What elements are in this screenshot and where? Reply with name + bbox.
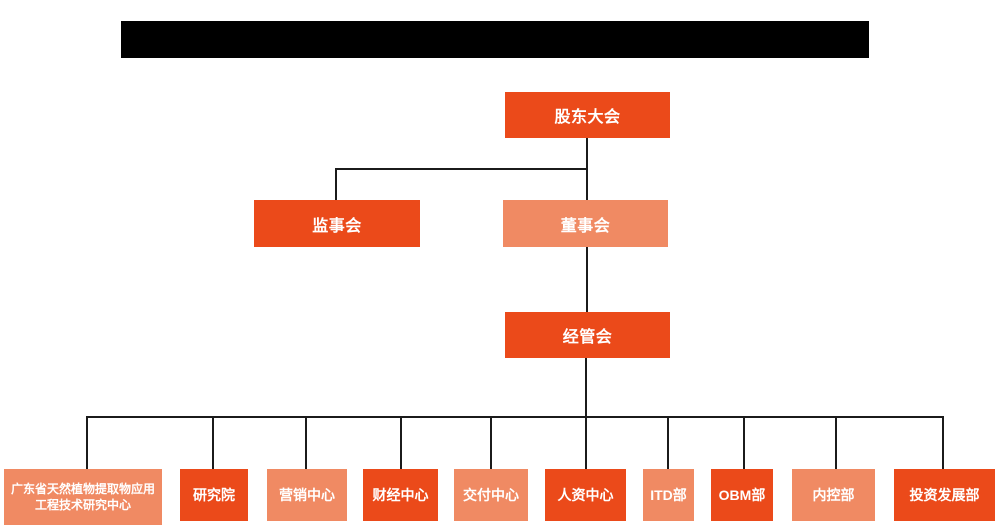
node-label: 股东大会 (554, 109, 621, 126)
dept-node-internal-control: 内控部 (792, 469, 875, 521)
node-shareholders-meeting: 股东大会 (505, 92, 670, 138)
dept-node-research-institute: 研究院 (180, 469, 248, 521)
connector-line (305, 416, 307, 469)
connector-line (490, 416, 492, 469)
dept-label: 人资中心 (557, 487, 614, 503)
dept-node-delivery-center: 交付中心 (454, 469, 528, 521)
connector-line (585, 416, 587, 469)
dept-node-obm: OBM部 (711, 469, 773, 521)
connector-line (835, 416, 837, 469)
node-management-committee: 经管会 (505, 312, 670, 358)
connector-line (400, 416, 402, 469)
dept-node-hr-center: 人资中心 (545, 469, 626, 521)
dept-node-marketing-center: 营销中心 (267, 469, 347, 521)
connector-line (942, 416, 944, 469)
dept-label: 财经中心 (372, 487, 429, 503)
dept-label: 营销中心 (279, 487, 335, 503)
connector-line (743, 416, 745, 469)
connector-line (335, 168, 588, 170)
dept-label: 投资发展部 (909, 487, 980, 503)
dept-label: 交付中心 (463, 487, 519, 503)
dept-node-investment-development: 投资发展部 (894, 469, 995, 521)
dept-node-itd: ITD部 (643, 469, 694, 521)
node-label: 监事会 (312, 217, 362, 235)
connector-line (86, 416, 88, 469)
dept-label: 内控部 (812, 487, 855, 503)
node-supervisory-board: 监事会 (254, 200, 420, 247)
dept-label: 广东省天然植物提取物应用工程技术研究中心 (10, 481, 155, 512)
redacted-title-bar (121, 21, 869, 58)
connector-line (667, 416, 669, 469)
connector-line (585, 358, 587, 418)
connector-line (86, 416, 944, 418)
dept-label: ITD部 (650, 487, 687, 503)
node-label: 董事会 (560, 217, 611, 235)
dept-node-finance-center: 财经中心 (363, 469, 438, 521)
connector-line (586, 247, 588, 312)
dept-label: OBM部 (718, 487, 766, 503)
node-board-of-directors: 董事会 (503, 200, 668, 247)
connector-line (335, 168, 337, 200)
connector-line (212, 416, 214, 469)
dept-node-research-center: 广东省天然植物提取物应用工程技术研究中心 (4, 469, 162, 525)
node-label: 经管会 (562, 329, 613, 346)
dept-label: 研究院 (193, 487, 235, 503)
